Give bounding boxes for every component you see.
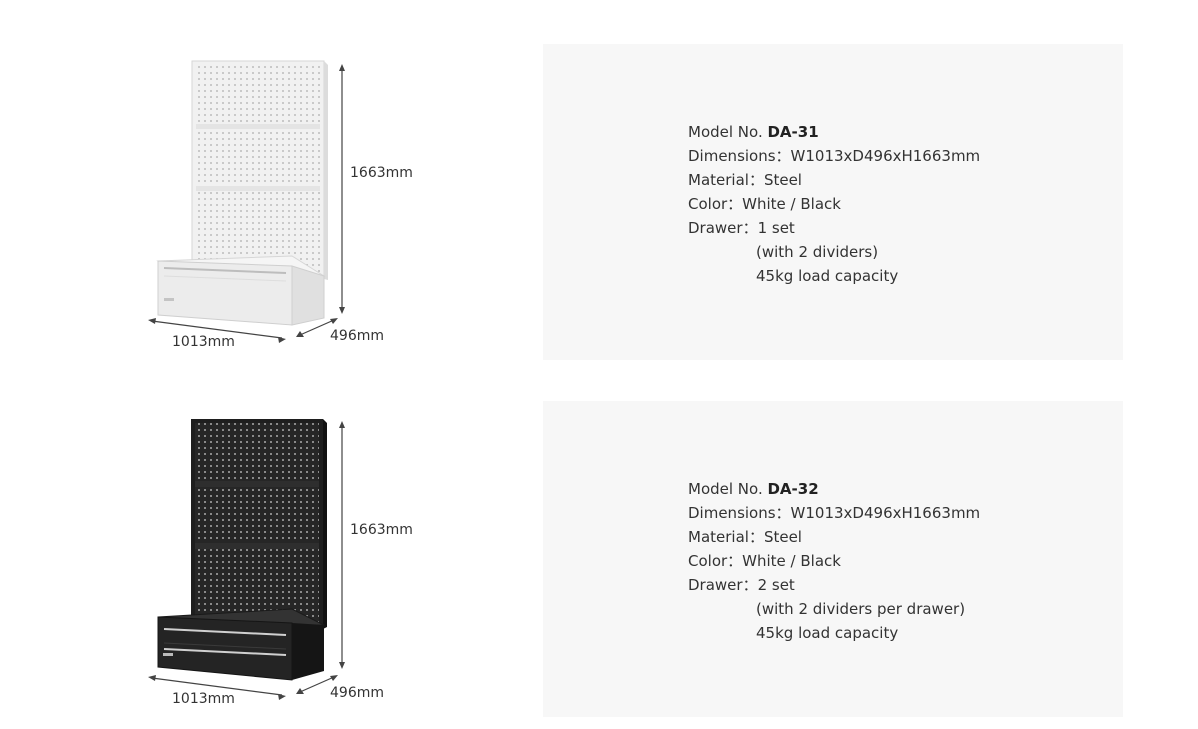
spec-color: Color：White / Black bbox=[688, 552, 841, 570]
product-row-da-31: 1663mm 1013mm 496mm Model No. DA-31 Dime… bbox=[0, 40, 1198, 360]
spec-color: Color：White / Black bbox=[688, 195, 841, 213]
spec-list: Model No. DA-31 Dimensions：W1013xD496xH1… bbox=[688, 120, 980, 288]
depth-dimension-label: 496mm bbox=[330, 328, 384, 344]
product-illustration-white: 1663mm 1013mm 496mm bbox=[130, 40, 430, 370]
spec-material: Material：Steel bbox=[688, 171, 802, 189]
model-number: Model No. DA-32 bbox=[688, 477, 980, 501]
white-pegboard-cabinet-drawing bbox=[148, 60, 345, 343]
spec-list: Model No. DA-32 Dimensions：W1013xD496xH1… bbox=[688, 477, 980, 645]
spec-drawer: Drawer：2 set bbox=[688, 576, 795, 594]
product-row-da-32: 1663mm 1013mm 496mm Model No. DA-32 Dime… bbox=[0, 397, 1198, 717]
spec-drawer-note: (with 2 dividers) bbox=[756, 243, 879, 261]
spec-dimensions: Dimensions：W1013xD496xH1663mm bbox=[688, 504, 981, 522]
model-prefix: Model No. bbox=[688, 123, 768, 141]
model-prefix: Model No. bbox=[688, 480, 768, 498]
spec-panel-da-32: Model No. DA-32 Dimensions：W1013xD496xH1… bbox=[543, 401, 1123, 717]
spec-drawer: Drawer：1 set bbox=[688, 219, 795, 237]
product-illustration-black: 1663mm 1013mm 496mm bbox=[130, 397, 430, 727]
height-dimension-label: 1663mm bbox=[350, 522, 413, 538]
spec-load-capacity: 45kg load capacity bbox=[756, 624, 899, 642]
depth-dimension-label: 496mm bbox=[330, 685, 384, 701]
spec-load-capacity: 45kg load capacity bbox=[756, 267, 899, 285]
model-code: DA-31 bbox=[767, 123, 819, 141]
model-code: DA-32 bbox=[767, 480, 819, 498]
black-pegboard-cabinet-drawing bbox=[148, 419, 345, 700]
spec-dimensions: Dimensions：W1013xD496xH1663mm bbox=[688, 147, 981, 165]
spec-drawer-note: (with 2 dividers per drawer) bbox=[756, 600, 966, 618]
spec-panel-da-31: Model No. DA-31 Dimensions：W1013xD496xH1… bbox=[543, 44, 1123, 360]
width-dimension-label: 1013mm bbox=[172, 334, 235, 350]
height-dimension-label: 1663mm bbox=[350, 165, 413, 181]
model-number: Model No. DA-31 bbox=[688, 120, 980, 144]
spec-material: Material：Steel bbox=[688, 528, 802, 546]
width-dimension-label: 1013mm bbox=[172, 691, 235, 707]
